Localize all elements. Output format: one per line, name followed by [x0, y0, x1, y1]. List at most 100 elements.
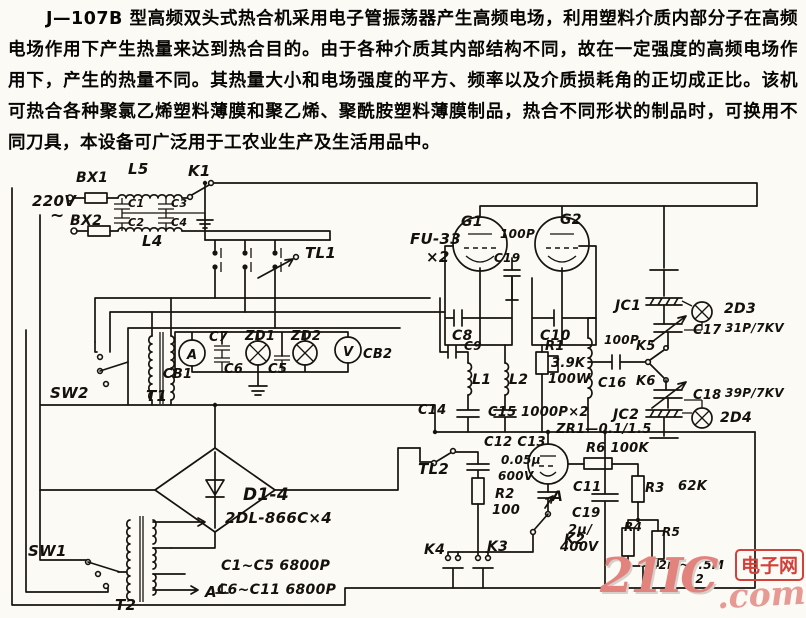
sw2-t1-block	[94, 297, 176, 406]
electrode-jc2	[645, 409, 683, 439]
label-r5: R5	[662, 525, 680, 539]
label-l4: L4	[142, 232, 163, 250]
label-c9: C9	[464, 339, 482, 353]
lamp-zd1	[245, 340, 271, 366]
label-k4: K4	[424, 542, 445, 558]
label-bx1: BX1	[76, 170, 108, 186]
coil-l1	[467, 362, 473, 396]
label-fu33: FU-33	[410, 230, 461, 248]
label-a-tap: A	[204, 583, 217, 601]
a-tap-arrow	[544, 495, 554, 509]
cap-c7	[214, 345, 230, 358]
label-c11: C11	[573, 480, 602, 495]
label-c12-val: 0.05µ	[501, 453, 541, 467]
label-k6: K6	[636, 374, 656, 389]
panel-meters-block	[174, 331, 362, 396]
mains-filter-block	[66, 179, 758, 241]
label-r3: R3	[645, 481, 665, 496]
watermark-domain: .com	[716, 572, 806, 617]
label-note-c6c11: C6~C11 6800P	[217, 582, 337, 598]
label-r4: R4	[624, 520, 642, 534]
switch-sw2	[94, 341, 129, 372]
ammeter-cb1	[178, 339, 206, 367]
label-jc1: JC1	[612, 298, 641, 314]
label-c18-val: 39P/7KV	[725, 386, 785, 400]
relay-tl1-contacts	[204, 239, 331, 329]
label-c17-val: 31P/7KV	[725, 321, 785, 335]
voltmeter-cb2	[334, 336, 362, 364]
label-d14: D1-4	[243, 485, 289, 505]
label-c19-bot-val: 2µ/	[568, 523, 593, 538]
switch-k6	[649, 363, 665, 379]
label-c6: C6	[224, 362, 243, 377]
cap-c18	[651, 381, 687, 409]
cap-c15	[493, 394, 517, 433]
label-sw2: SW2	[50, 384, 89, 402]
label-k5: K5	[636, 339, 656, 354]
label-ac-tilde: ~	[50, 206, 65, 226]
label-meter-v-letter: V	[343, 345, 354, 360]
cap-c19-bottom	[591, 431, 619, 589]
label-k3: K3	[487, 539, 508, 555]
label-c16-val: 100P	[604, 333, 639, 347]
label-k2: K2	[564, 532, 585, 548]
label-c19-bot-volt: 400V	[559, 540, 599, 555]
cap-c9	[439, 297, 469, 364]
relay-tl2-contact	[433, 451, 479, 465]
resistor-r2	[471, 477, 485, 505]
cap-c8-loop	[444, 245, 513, 346]
label-zr1: ZR1—0.1/1.5	[555, 422, 652, 437]
label-c2: C2	[128, 216, 144, 229]
tank-circuit-block	[434, 297, 756, 433]
cap-c10-loop	[531, 245, 597, 346]
resistor-r6	[583, 457, 613, 470]
label-c8: C8	[452, 328, 473, 344]
label-zd3: 2D3	[724, 301, 756, 317]
electrode-jc1	[645, 297, 683, 306]
t2-secondary	[152, 519, 157, 596]
label-tl1: TL1	[305, 244, 336, 262]
cap-c12-c13	[466, 463, 490, 479]
label-c15: C15	[488, 405, 517, 420]
description-paragraph: J—107B 型高频双头式热合机采用电子管振荡器产生高频电场，利用塑料介质内部分…	[8, 9, 798, 153]
label-a-tap-right: A	[551, 489, 563, 505]
cap-c14	[456, 394, 480, 433]
cap-c17	[651, 315, 687, 349]
pushbutton-k3	[472, 551, 494, 589]
bridge-rectifier	[39, 404, 421, 549]
label-zd1: ZD1	[244, 329, 275, 344]
label-tl2: TL2	[418, 460, 449, 478]
resistor-r1	[535, 351, 549, 375]
tank-coil	[587, 337, 593, 399]
label-cb1: CB1	[163, 367, 192, 382]
lamp-zd2	[292, 340, 318, 366]
pushbutton-k4	[442, 551, 464, 589]
label-r6: R6 100K	[586, 441, 650, 456]
cap-c5	[274, 355, 290, 372]
label-c19-top: C19	[494, 251, 520, 265]
t1-primary	[147, 335, 153, 401]
label-c18: C18	[693, 388, 722, 403]
label-r1-val: 3.9K	[551, 356, 586, 371]
label-note-c1c5: C1~C5 6800P	[221, 558, 331, 574]
label-l2: L2	[509, 372, 528, 388]
watermark-tag: 电子网	[734, 549, 804, 581]
label-t2: T2	[115, 596, 136, 614]
sw1-t2-block	[84, 516, 229, 602]
label-c14: C14	[418, 403, 447, 418]
label-c19-bot: C19	[572, 506, 601, 521]
label-g1: G1	[461, 214, 483, 230]
label-l5: L5	[128, 163, 149, 178]
t2-primary	[125, 519, 131, 601]
label-c19-top-val: 100P	[500, 227, 535, 241]
label-cb2: CB2	[363, 347, 392, 362]
label-r2: R2	[495, 487, 515, 502]
label-c5: C5	[268, 362, 287, 377]
tl1-arrow	[257, 258, 294, 279]
label-c7: C7	[209, 330, 229, 345]
label-sw1: SW1	[28, 542, 67, 560]
label-r45-x2: ×2	[685, 572, 704, 586]
label-c3: C3	[171, 197, 187, 210]
